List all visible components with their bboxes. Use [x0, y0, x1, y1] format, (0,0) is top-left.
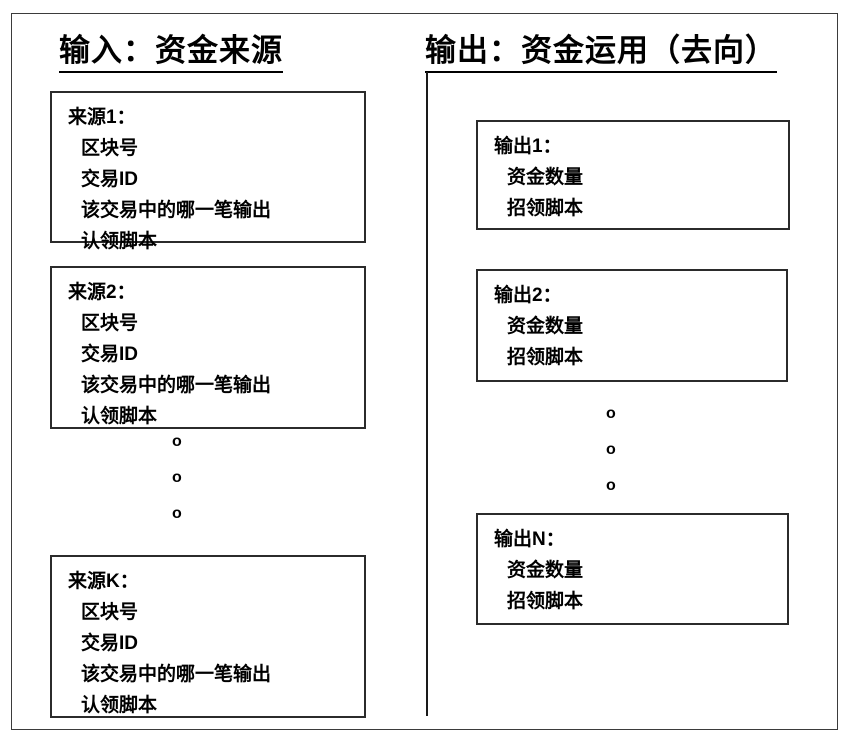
source-card-2-item-claim-script: 认领脚本 — [81, 406, 158, 427]
output-ellipsis: o o o — [606, 396, 616, 504]
output-card-1-title: 输出1： — [494, 136, 562, 157]
source-card-1-item-claim-script: 认领脚本 — [81, 231, 158, 252]
output-card-n-title: 输出N： — [494, 529, 565, 550]
source-card-k-item-block-number: 区块号 — [81, 602, 139, 623]
source-card-2-item-transaction-id: 交易ID — [81, 344, 139, 365]
source-ellipsis-dot-1: o — [172, 433, 182, 450]
source-card-2-item-block-number: 区块号 — [81, 313, 139, 334]
output-card-2-item-amount: 资金数量 — [507, 316, 584, 337]
source-card-2-item-output-index: 该交易中的哪一笔输出 — [81, 375, 272, 396]
input-column-title: 输入：资金来源 — [59, 33, 283, 73]
source-ellipsis-dot-3: o — [172, 505, 182, 522]
output-card-n-item-claim-script: 招领脚本 — [507, 591, 584, 612]
diagram-outer-frame: 输入：资金来源 输出：资金运用（去向） 来源1： 区块号 交易ID 该交易中的哪… — [11, 13, 838, 730]
output-ellipsis-dot-2: o — [606, 441, 616, 458]
source-card-1-item-output-index: 该交易中的哪一笔输出 — [81, 200, 272, 221]
output-card-n-item-amount: 资金数量 — [507, 560, 584, 581]
source-card-1-item-transaction-id: 交易ID — [81, 169, 139, 190]
output-card-1-item-amount: 资金数量 — [507, 167, 584, 188]
output-card-1: 输出1： 资金数量 招领脚本 — [476, 120, 790, 230]
source-card-2-title: 来源2： — [68, 282, 136, 303]
source-card-k-item-output-index: 该交易中的哪一笔输出 — [81, 664, 272, 685]
source-card-2: 来源2： 区块号 交易ID 该交易中的哪一笔输出 认领脚本 — [50, 266, 366, 429]
output-card-2-item-claim-script: 招领脚本 — [507, 347, 584, 368]
source-card-k: 来源K： 区块号 交易ID 该交易中的哪一笔输出 认领脚本 — [50, 555, 366, 718]
output-card-2: 输出2： 资金数量 招领脚本 — [476, 269, 788, 382]
output-card-n: 输出N： 资金数量 招领脚本 — [476, 513, 789, 625]
output-ellipsis-dot-1: o — [606, 405, 616, 422]
output-column-title: 输出：资金运用（去向） — [425, 33, 777, 73]
source-ellipsis-dot-2: o — [172, 469, 182, 486]
source-card-k-item-claim-script: 认领脚本 — [81, 695, 158, 716]
output-card-2-title: 输出2： — [494, 285, 562, 306]
output-card-1-item-claim-script: 招领脚本 — [507, 198, 584, 219]
source-card-1-item-block-number: 区块号 — [81, 138, 139, 159]
output-ellipsis-dot-3: o — [606, 477, 616, 494]
source-ellipsis: o o o — [172, 424, 182, 532]
source-card-1: 来源1： 区块号 交易ID 该交易中的哪一笔输出 认领脚本 — [50, 91, 366, 252]
source-card-k-item-transaction-id: 交易ID — [81, 633, 139, 654]
source-card-1-title: 来源1： — [68, 107, 136, 128]
source-card-k-title: 来源K： — [68, 571, 139, 592]
column-divider — [426, 72, 428, 716]
